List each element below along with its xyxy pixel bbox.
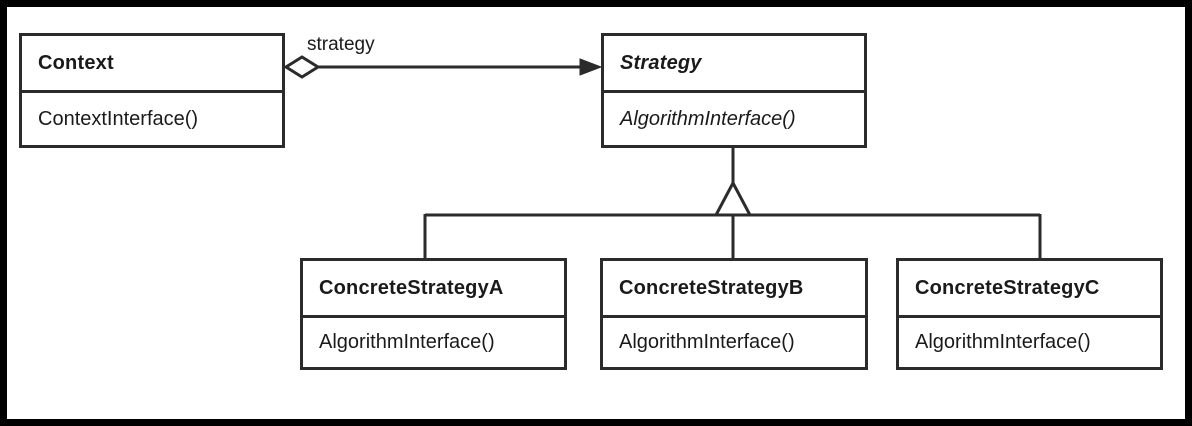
class-name-concrete-strategy-a: ConcreteStrategyA xyxy=(303,261,564,318)
inheritance-triangle xyxy=(713,179,753,217)
connector-layer xyxy=(283,55,1042,259)
class-method-concrete-strategy-c: AlgorithmInterface() xyxy=(915,331,1091,353)
class-name-concrete-strategy-b: ConcreteStrategyB xyxy=(603,261,865,318)
class-box-concrete-strategy-a: ConcreteStrategyA AlgorithmInterface() xyxy=(300,258,567,370)
association-arrowhead xyxy=(579,58,603,76)
association-role-label: strategy xyxy=(307,34,375,55)
class-name-concrete-strategy-c: ConcreteStrategyC xyxy=(899,261,1160,318)
class-method-concrete-strategy-b: AlgorithmInterface() xyxy=(619,331,795,353)
class-method-concrete-strategy-a: AlgorithmInterface() xyxy=(319,331,495,353)
class-method-context: ContextInterface() xyxy=(38,107,199,130)
class-box-strategy: Strategy AlgorithmInterface() xyxy=(601,33,867,148)
class-box-concrete-strategy-c: ConcreteStrategyC AlgorithmInterface() xyxy=(896,258,1163,370)
class-box-context: Context ContextInterface() xyxy=(19,33,285,148)
class-name-strategy: Strategy xyxy=(604,36,864,93)
aggregation-diamond xyxy=(283,55,321,79)
class-box-concrete-strategy-b: ConcreteStrategyB AlgorithmInterface() xyxy=(600,258,868,370)
class-name-context: Context xyxy=(22,36,282,93)
class-method-strategy: AlgorithmInterface() xyxy=(620,107,796,130)
